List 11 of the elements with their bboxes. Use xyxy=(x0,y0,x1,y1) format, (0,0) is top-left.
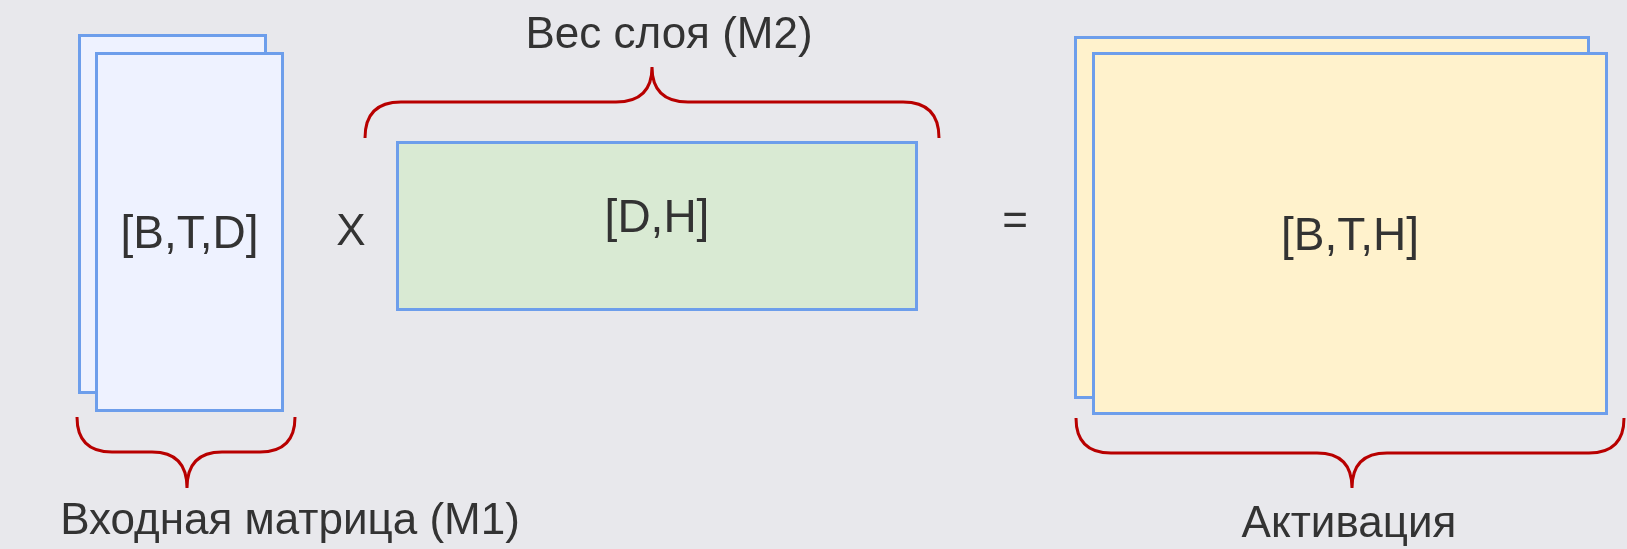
matrix-dimension: [B,T,D] xyxy=(120,205,259,259)
multiply-sign: X xyxy=(336,205,366,255)
activation-label: Активация xyxy=(1241,497,1457,547)
layer-weight-label: Вес слоя (M2) xyxy=(525,8,813,58)
matrix-dimension: [D,H] xyxy=(604,189,710,243)
matrix-box xyxy=(396,141,918,311)
input-matrix-label: Входная матрица (M1) xyxy=(60,494,520,544)
equals-sign: = xyxy=(1002,195,1028,245)
matrix-dimension: [B,T,H] xyxy=(1281,206,1419,261)
stacked-matrix xyxy=(78,34,284,412)
stacked-matrix xyxy=(1074,36,1608,415)
